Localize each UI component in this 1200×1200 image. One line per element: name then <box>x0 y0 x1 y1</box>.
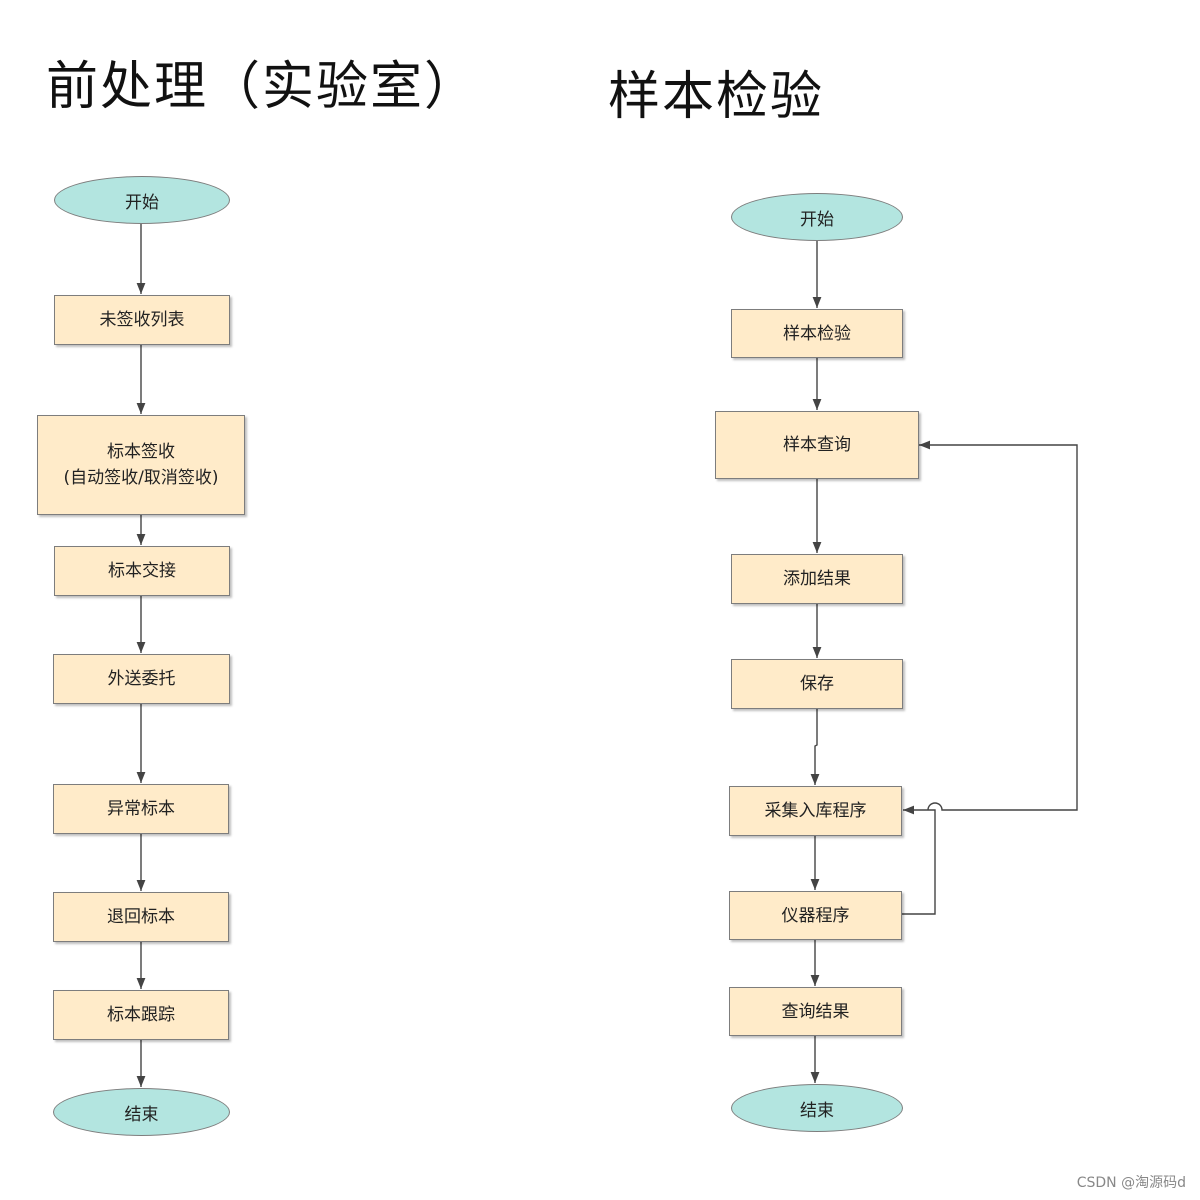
left-handover-node: 标本交接 <box>54 546 230 596</box>
left-unsigned-list-node: 未签收列表 <box>54 295 230 345</box>
right-title: 样本检验 <box>608 67 825 127</box>
left-outsource-node: 外送委托 <box>53 654 230 704</box>
right-collect-node: 采集入库程序 <box>729 786 902 836</box>
arrow-loop-instrument-to-collect <box>902 805 936 915</box>
left-sign-node: 标本签收 (自动签收/取消签收) <box>37 415 245 515</box>
right-save-node: 保存 <box>731 659 903 709</box>
right-query-node: 样本查询 <box>715 411 919 479</box>
left-end-node: 结束 <box>53 1088 230 1136</box>
left-sign-line1: 标本签收 <box>107 442 175 462</box>
right-instrument-node: 仪器程序 <box>729 891 902 940</box>
left-start-node: 开始 <box>54 176 230 224</box>
right-end-node: 结束 <box>731 1084 903 1132</box>
arrow-right-save-to-collect <box>810 709 820 785</box>
arrow-loop-collect-to-query <box>919 440 1078 811</box>
left-title: 前处理（实验室） <box>46 57 479 117</box>
right-start-node: 开始 <box>731 193 903 241</box>
left-tracking-node: 标本跟踪 <box>53 990 229 1040</box>
watermark: CSDN @淘源码d <box>1076 1175 1186 1191</box>
left-sign-line2: (自动签收/取消签收) <box>63 468 219 488</box>
left-return-node: 退回标本 <box>53 892 229 942</box>
right-inspect-node: 样本检验 <box>731 309 903 358</box>
right-query-result-node: 查询结果 <box>729 987 902 1036</box>
left-abnormal-node: 异常标本 <box>53 784 229 834</box>
right-add-result-node: 添加结果 <box>731 554 903 604</box>
